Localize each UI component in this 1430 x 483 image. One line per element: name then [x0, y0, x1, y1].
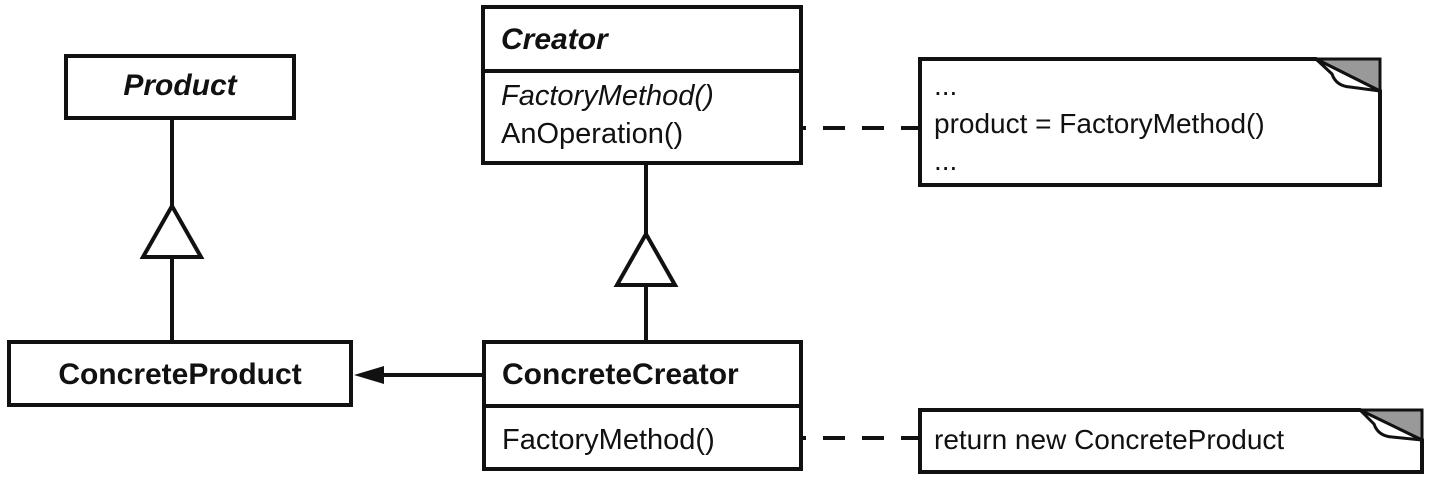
creator-generalization-arrowhead	[613, 229, 679, 287]
anoperation-note-box	[918, 57, 1382, 187]
creator-operation-anoperation: AnOperation()	[501, 118, 683, 150]
creator-operation-factorymethod: FactoryMethod()	[501, 80, 714, 112]
creator-class-box	[481, 5, 803, 165]
concrete-product-class-box	[7, 340, 353, 407]
factorymethod-note-line-1: return new ConcreteProduct	[934, 424, 1284, 455]
anoperation-note: ... product = FactoryMethod() ...	[918, 57, 1382, 187]
concrete-product-class: ConcreteProduct	[7, 340, 353, 407]
product-class-box	[64, 54, 296, 120]
anoperation-note-fold-flap	[1314, 57, 1381, 93]
anoperation-note-line-3: ...	[934, 145, 957, 176]
creator-class: Creator FactoryMethod() AnOperation()	[481, 5, 803, 165]
factorymethod-note-box	[918, 408, 1424, 474]
concrete-creator-class-name: ConcreteCreator	[502, 358, 739, 391]
creator-class-name: Creator	[501, 23, 610, 56]
product-class: Product	[64, 54, 296, 120]
concrete-creator-class: ConcreteCreator FactoryMethod()	[482, 340, 803, 471]
concrete-product-class-name: ConcreteProduct	[58, 358, 301, 391]
product-class-name: Product	[123, 69, 238, 102]
factorymethod-note-fold-flap	[1358, 408, 1423, 442]
anoperation-note-line-2: product = FactoryMethod()	[934, 108, 1265, 139]
concrete-creator-operation-factorymethod: FactoryMethod()	[502, 424, 715, 456]
product-generalization-arrowhead	[139, 201, 205, 259]
creates-association-arrowhead	[354, 366, 384, 384]
factorymethod-note: return new ConcreteProduct	[918, 408, 1424, 474]
anoperation-note-line-1: ...	[934, 70, 957, 101]
